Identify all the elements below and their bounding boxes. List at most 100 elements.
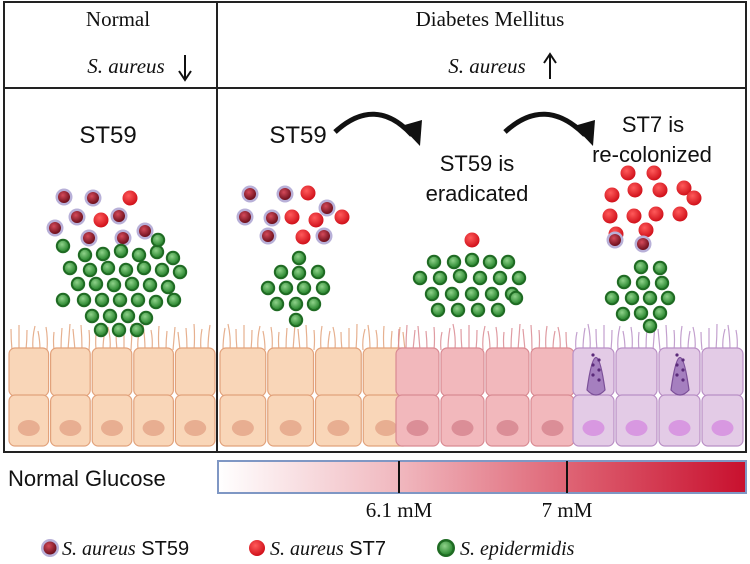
st7-cell [604,187,620,203]
epidermidis-cell [652,305,668,321]
epidermidis-cell [642,290,658,306]
st7-cell [646,165,662,181]
epidermidis-cell [470,302,486,318]
epithelium-normal [8,323,216,447]
transition-arrowhead-2-icon [574,120,595,146]
epidermidis-cell [430,302,446,318]
epidermidis-cell [136,260,152,276]
st59-cell [236,208,254,226]
epidermidis-cell [138,310,154,326]
legend: S. aureus ST59 S. aureus ST7 S. epidermi… [41,538,575,560]
epidermidis-cell [148,294,164,310]
epidermidis-cell [635,275,651,291]
epidermidis-cell [84,308,100,324]
st59-cell [68,208,86,226]
stage2-label-line2: eradicated [426,181,529,206]
epidermidis-cell [154,262,170,278]
epidermidis-cell [95,246,111,262]
st7-cell [122,190,138,206]
diabetes-species-label: S. aureus [448,54,525,78]
epidermidis-cell [624,290,640,306]
epidermidis-cell [315,280,331,296]
st7-cell [620,165,636,181]
epidermidis-cell [278,280,294,296]
epidermidis-cell [604,290,620,306]
transition-arrow-2 [503,111,587,137]
epidermidis-cell [452,268,468,284]
legend-epidermidis-label: S. epidermidis [460,538,575,560]
st7-cell [464,232,480,248]
glucose-label: Normal Glucose [8,466,166,491]
epidermidis-cell [273,264,289,280]
st59-cell [46,219,64,237]
st59-cell [114,229,132,247]
up-arrow-icon [543,52,557,79]
normal-strain-label: ST59 [79,122,136,149]
epidermidis-cell [131,247,147,263]
epidermidis-cell [111,322,127,338]
epidermidis-cell [652,260,668,276]
main-frame [3,1,747,453]
legend-st7-label: S. aureus ST7 [270,538,386,560]
epidermidis-cell [113,243,129,259]
epidermidis-cell [291,250,307,266]
epidermidis-cell [76,292,92,308]
epidermidis-cell [424,286,440,302]
epithelium-layer [8,323,744,447]
epidermidis-cell [432,270,448,286]
epidermidis-cell [94,292,110,308]
st7-cell [652,182,668,198]
epidermidis-cell [288,312,304,328]
transition-arrow-1 [333,111,414,137]
diabetes-title: Diabetes Mellitus [416,7,565,31]
legend-epidermidis-icon [437,539,455,557]
epithelium-diabetes-stage3 [572,323,744,447]
st7-cell [308,212,324,228]
epidermidis-cell [660,290,676,306]
st7-cell [295,229,311,245]
st7-cell [627,182,643,198]
normal-species-label: S. aureus [87,54,164,78]
epidermidis-cell [492,270,508,286]
epidermidis-cell [444,286,460,302]
transition-arrowhead-1-icon [401,120,422,146]
epidermidis-cell [149,244,165,260]
st7-cell [626,208,642,224]
epidermidis-cell [93,322,109,338]
normal-title: Normal [86,7,150,31]
st7-cell [648,206,664,222]
epidermidis-cell [306,296,322,312]
epidermidis-cell [112,292,128,308]
st59-cell [241,185,259,203]
st7-cell [638,222,654,238]
st7-cell [602,208,618,224]
epidermidis-cell [165,250,181,266]
epithelium-diabetes-stage1 [219,323,410,447]
epidermidis-cell [124,276,140,292]
epidermidis-cell [106,277,122,293]
st59-cell [80,229,98,247]
stage2-label-line1: ST59 is [440,151,515,176]
legend-st59-label: S. aureus ST59 [62,538,189,560]
epidermidis-cell [55,238,71,254]
st59-cell [606,231,624,249]
epidermidis-cell [55,292,71,308]
epidermidis-cell [160,279,176,295]
down-arrow-icon [178,55,192,82]
glucose-tick-2-label: 7 mM [542,498,593,522]
epidermidis-cell [482,254,498,270]
st7-cell [676,180,692,196]
st59-cell [634,235,652,253]
epidermidis-cell [62,260,78,276]
epidermidis-cell [88,276,104,292]
st59-cell [136,222,154,240]
epidermidis-cell [615,306,631,322]
stage3-label-line2: re-colonized [592,142,712,167]
epithelium-diabetes-stage2 [395,323,575,447]
st59-cell [259,227,277,245]
epidermidis-cell [412,270,428,286]
epidermidis-cell [446,254,462,270]
st59-cell [263,209,281,227]
epidermidis-cell [100,260,116,276]
epidermidis-cell [633,305,649,321]
